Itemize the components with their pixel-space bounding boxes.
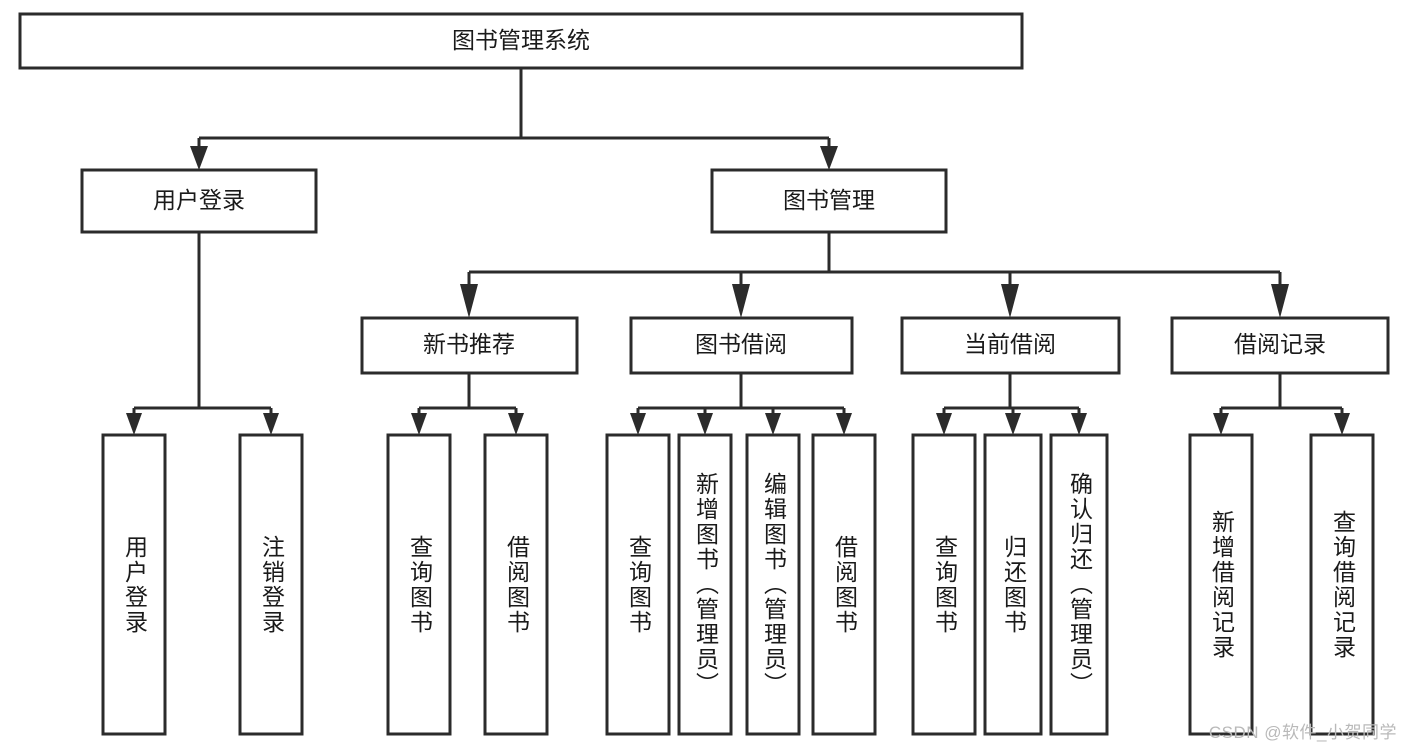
node-book-borrow-box[interactable] [629, 316, 854, 375]
node-root-box[interactable] [18, 12, 1024, 70]
node-new-book-recommend-label: 新书推荐 [423, 331, 515, 357]
leaf-box-logout[interactable] [238, 433, 304, 736]
leaf-box-edit-book-admin[interactable] [745, 433, 801, 736]
arrow-icon-record-leaf-2 [1334, 413, 1350, 435]
arrow-icon-current-leaf-3 [1071, 413, 1087, 435]
leaf-box-query-book-rec[interactable] [386, 433, 452, 736]
leaf-box-layer [101, 433, 1375, 736]
node-user-login-label: 用户登录 [153, 187, 245, 213]
arrow-icon-current-leaf-2 [1005, 413, 1021, 435]
arrow-icon-to-current-borrow [1001, 284, 1019, 318]
leaf-box-borrow-book[interactable] [811, 433, 877, 736]
node-borrow-record-label: 借阅记录 [1234, 331, 1326, 357]
arrow-icon-user-leaf-1 [126, 413, 142, 435]
leaf-box-query-book-current[interactable] [911, 433, 977, 736]
arrow-icon-current-leaf-1 [936, 413, 952, 435]
leaf-box-query-book-borrow[interactable] [605, 433, 671, 736]
arrow-icon-borrow-leaf-3 [765, 413, 781, 435]
leaf-box-confirm-return-admin[interactable] [1049, 433, 1109, 736]
node-current-borrow[interactable]: 当前借阅 [900, 316, 1121, 375]
arrow-icon-to-book-mgmt [820, 146, 838, 170]
arrow-icon-to-book-borrow [732, 284, 750, 318]
arrow-icon-borrow-leaf-4 [836, 413, 852, 435]
watermark-text: CSDN @软件_小贺同学 [1208, 723, 1397, 742]
node-root[interactable]: 图书管理系统 [18, 12, 1024, 70]
node-book-management[interactable]: 图书管理 [710, 168, 948, 234]
leaf-box-query-borrow-record[interactable] [1309, 433, 1375, 736]
node-book-borrow-label: 图书借阅 [695, 331, 787, 357]
arrow-icon-rec-leaf-1 [411, 413, 427, 435]
arrow-icon-rec-leaf-2 [508, 413, 524, 435]
node-root-label: 图书管理系统 [452, 27, 590, 53]
node-borrow-record-box[interactable] [1170, 316, 1390, 375]
node-current-borrow-label: 当前借阅 [964, 331, 1056, 357]
leaf-box-borrow-book-rec[interactable] [483, 433, 549, 736]
node-current-borrow-box[interactable] [900, 316, 1121, 375]
node-user-login[interactable]: 用户登录 [80, 168, 318, 234]
arrow-icon-to-borrow-record [1271, 284, 1289, 318]
arrow-icon-record-leaf-1 [1213, 413, 1229, 435]
leaf-box-user-login[interactable] [101, 433, 167, 736]
node-user-login-box[interactable] [80, 168, 318, 234]
arrow-icon-borrow-leaf-1 [630, 413, 646, 435]
node-new-book-recommend-box[interactable] [360, 316, 579, 375]
leaf-box-add-borrow-record[interactable] [1188, 433, 1254, 736]
arrow-icon-borrow-leaf-2 [697, 413, 713, 435]
leaf-box-add-book-admin[interactable] [677, 433, 733, 736]
leaf-box-return-book[interactable] [983, 433, 1043, 736]
node-new-book-recommend[interactable]: 新书推荐 [360, 316, 579, 375]
arrow-icon-user-leaf-2 [263, 413, 279, 435]
node-book-borrow[interactable]: 图书借阅 [629, 316, 854, 375]
node-borrow-record[interactable]: 借阅记录 [1170, 316, 1390, 375]
node-book-management-label: 图书管理 [783, 187, 875, 213]
connector-layer [126, 68, 1350, 435]
node-book-management-box[interactable] [710, 168, 948, 234]
arrow-icon-to-user-login [190, 146, 208, 170]
arrow-icon-to-new-book-rec [460, 284, 478, 318]
